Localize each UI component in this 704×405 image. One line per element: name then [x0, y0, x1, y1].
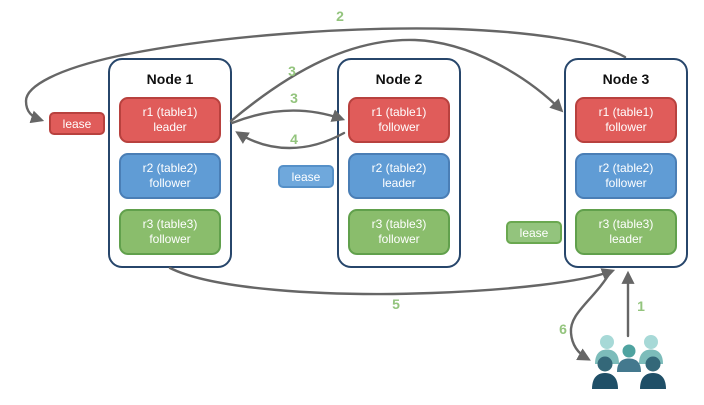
node3-replica-r1: r1 (table1) follower	[575, 97, 677, 143]
person-head	[645, 356, 661, 372]
step-label-1: 1	[637, 298, 645, 314]
node-1-title: Node 1	[146, 71, 194, 87]
lease-r2-badge: lease	[278, 165, 334, 188]
person-head	[644, 335, 658, 349]
person-body	[617, 358, 641, 372]
person-head	[622, 344, 636, 358]
person-body	[640, 373, 666, 389]
node-3: Node 3 r1 (table1) follower r2 (table2) …	[564, 58, 688, 268]
replica-role: follower	[605, 176, 647, 190]
person-head	[600, 335, 614, 349]
node3-replica-r3: r3 (table3) leader	[575, 209, 677, 255]
node1-replica-r2: r2 (table2) follower	[119, 153, 221, 199]
lease-r1-badge: lease	[49, 112, 105, 135]
lease-r3-label: lease	[519, 225, 549, 240]
node-3-title: Node 3	[602, 71, 650, 87]
node-1: Node 1 r1 (table1) leader r2 (table2) fo…	[108, 58, 232, 268]
replica-label: r1 (table1)	[598, 105, 654, 119]
arrow-step-5	[168, 266, 616, 296]
step-label-2: 2	[336, 8, 344, 24]
replica-label: r1 (table1)	[142, 105, 198, 119]
replica-label: r2 (table2)	[598, 161, 654, 175]
replica-label: r1 (table1)	[371, 105, 427, 119]
step-label-5: 5	[392, 296, 400, 312]
node1-replica-r3: r3 (table3) follower	[119, 209, 221, 255]
replica-role: follower	[149, 176, 191, 190]
replica-label: r3 (table3)	[598, 217, 654, 231]
lease-r2-label: lease	[291, 169, 321, 184]
step-label-6: 6	[559, 321, 567, 337]
step-label-4: 4	[290, 131, 298, 147]
node-2-title: Node 2	[375, 71, 423, 87]
lease-r3-badge: lease	[506, 221, 562, 244]
person-body	[639, 349, 663, 364]
replica-role: follower	[605, 120, 647, 134]
replica-label: r2 (table2)	[371, 161, 427, 175]
replica-label: r3 (table3)	[371, 217, 427, 231]
clients-icon	[592, 335, 666, 389]
lease-r1-label: lease	[62, 116, 92, 131]
node2-replica-r2: r2 (table2) leader	[348, 153, 450, 199]
step-label-3a: 3	[288, 63, 296, 79]
replica-role: leader	[153, 120, 187, 134]
replica-label: r2 (table2)	[142, 161, 198, 175]
replica-role: follower	[149, 232, 191, 246]
person-body	[592, 373, 618, 389]
replica-role: follower	[378, 232, 420, 246]
person-head	[597, 356, 613, 372]
replica-label: r3 (table3)	[142, 217, 198, 231]
arrow-step-6	[569, 269, 613, 361]
arrow-step-3-to-node2	[230, 109, 346, 125]
replica-role: follower	[378, 120, 420, 134]
replica-role: leader	[609, 232, 643, 246]
step-label-3b: 3	[290, 90, 298, 106]
node2-replica-r1: r1 (table1) follower	[348, 97, 450, 143]
person-body	[595, 349, 619, 364]
node2-replica-r3: r3 (table3) follower	[348, 209, 450, 255]
node3-replica-r2: r2 (table2) follower	[575, 153, 677, 199]
node-2: Node 2 r1 (table1) follower r2 (table2) …	[337, 58, 461, 268]
replica-role: leader	[382, 176, 416, 190]
node1-replica-r1: r1 (table1) leader	[119, 97, 221, 143]
